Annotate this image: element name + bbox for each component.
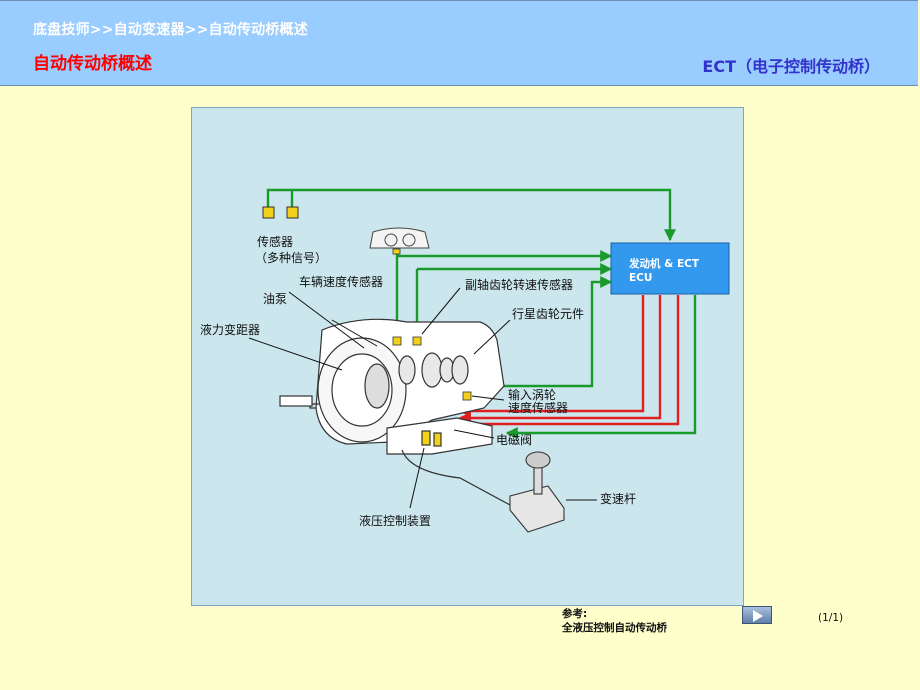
sensor-pins [392,336,472,401]
reference-label: 参考: [562,608,588,620]
label-shift-lever: 变速杆 [600,491,636,506]
shift-lever-icon [509,451,565,533]
label-sensor: 传感器 [257,234,293,249]
label-counter-gear-sensor: 副轴齿轮转速传感器 [465,277,573,292]
page-title: 自动传动桥概述 [33,54,152,74]
label-vehicle-speed-sensor: 车辆速度传感器 [299,274,383,289]
ecu-label-1: 发动机 & ECT [628,257,700,270]
control-lines [458,295,680,430]
transmission-illustration [279,318,513,507]
play-right-icon [753,610,763,622]
label-input-turbine-1: 输入涡轮 [508,387,556,402]
ecu-box [610,242,730,295]
page-subtitle: ECT（电子控制传动桥） [702,57,880,76]
instrument-cluster-icon [369,227,430,255]
leader-lines [248,287,597,509]
label-input-turbine-2: 速度传感器 [508,400,568,415]
label-hydraulic-control: 液压控制装置 [359,513,431,528]
signal-lines [266,188,697,439]
label-planetary-gear: 行星齿轮元件 [512,307,584,321]
breadcrumb[interactable]: 底盘技师>>自动变速器>>自动传动桥概述 [33,22,308,38]
label-torque-converter: 液力变距器 [200,322,260,337]
page-indicator: (1/1) [818,612,844,624]
sensor-box-icon [286,206,299,219]
ecu-label-2: ECU [629,272,652,284]
next-button[interactable] [742,606,772,624]
label-sensor-sub: （多种信号） [255,251,327,265]
reference-note: 参考: 全液压控制自动传动桥 [562,607,667,635]
ect-diagram-svg: 发动机 & ECT ECU [200,188,730,533]
label-oil-pump: 油泵 [263,292,287,306]
label-solenoid-valve: 电磁阀 [496,432,532,447]
header-bar: 底盘技师>>自动变速器>>自动传动桥概述 自动传动桥概述 ECT（电子控制传动桥… [0,0,918,86]
sensor-box-icon [262,206,275,219]
ect-diagram: 发动机 & ECT ECU [191,107,744,606]
reference-link[interactable]: 全液压控制自动传动桥 [562,622,667,634]
